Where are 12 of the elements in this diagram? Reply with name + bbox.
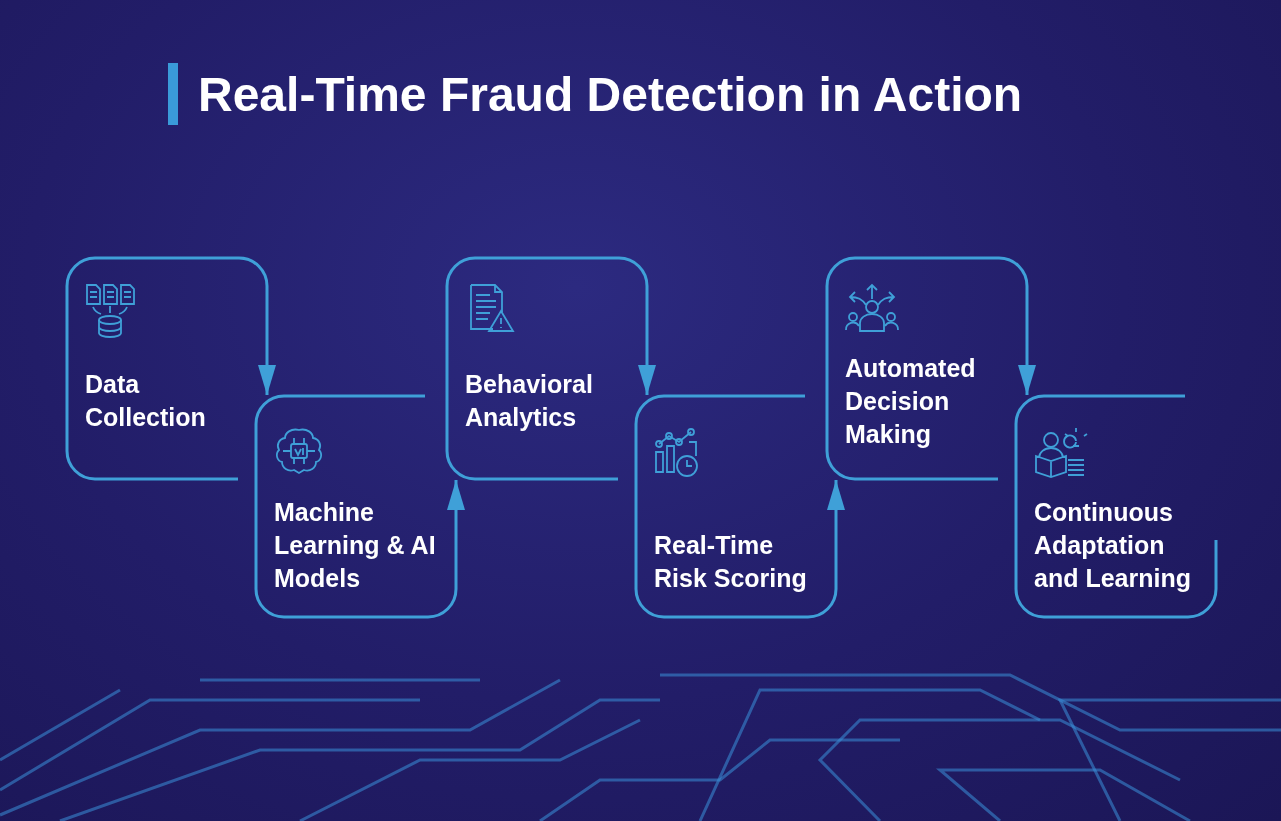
step-label: Continuous Adaptation and Learning bbox=[1034, 497, 1192, 594]
arrow bbox=[827, 480, 845, 540]
arrow bbox=[447, 480, 465, 540]
arrow bbox=[1018, 340, 1036, 395]
title: Real-Time Fraud Detection in Action bbox=[198, 67, 1023, 123]
step-label: Machine Learning & AI Models bbox=[274, 497, 437, 594]
step-label: Behavioral Analytics bbox=[465, 369, 594, 433]
step-label: Data Collection bbox=[85, 369, 207, 433]
step-label: Automated Decision Making bbox=[845, 353, 977, 450]
step-label: Real-Time Risk Scoring bbox=[654, 530, 808, 594]
arrow bbox=[258, 340, 276, 395]
arrow bbox=[638, 340, 656, 395]
